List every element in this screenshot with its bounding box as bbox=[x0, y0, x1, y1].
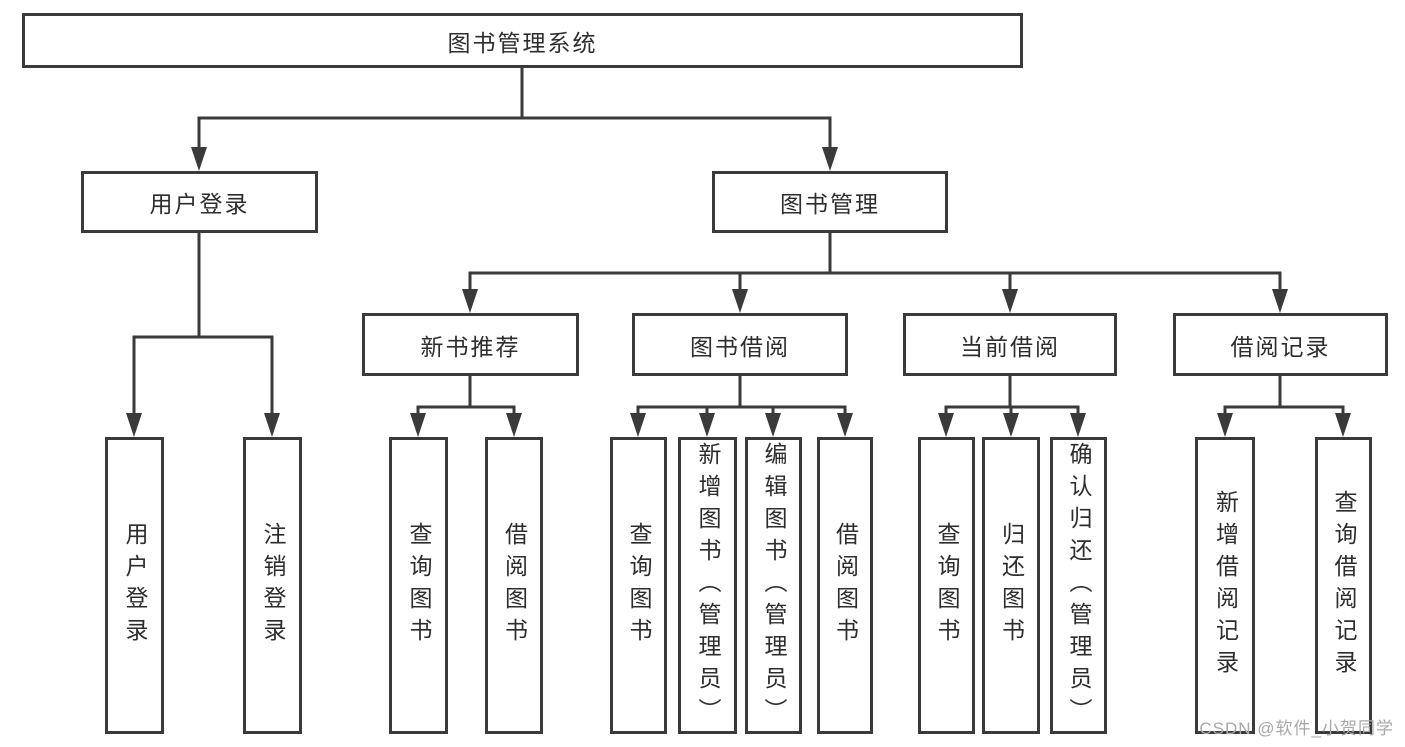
leaf-query-books-borrowing: 查询图书 bbox=[610, 437, 667, 734]
node-current-borrowing: 当前借阅 bbox=[903, 313, 1117, 376]
arrowhead bbox=[191, 147, 207, 171]
arrowhead bbox=[462, 289, 478, 313]
leaf-add-books-admin: 新增图书（管理员） bbox=[678, 437, 737, 734]
leaf-query-books-recommend: 查询图书 bbox=[389, 437, 448, 734]
arrowhead bbox=[837, 413, 853, 437]
leaf-confirm-return-admin: 确认归还（管理员） bbox=[1050, 437, 1107, 734]
arrowhead bbox=[1335, 413, 1351, 437]
leaf-borrow-books-recommend: 借阅图书 bbox=[485, 437, 543, 734]
node-new-book-recommendation: 新书推荐 bbox=[362, 313, 579, 376]
node-book-management: 图书管理 bbox=[712, 171, 948, 233]
node-book-borrowing: 图书借阅 bbox=[632, 313, 848, 376]
node-user-login: 用户登录 bbox=[81, 171, 318, 233]
arrowhead bbox=[264, 413, 280, 437]
arrowhead bbox=[630, 413, 646, 437]
arrowhead bbox=[506, 413, 522, 437]
arrowhead bbox=[699, 413, 715, 437]
arrowhead bbox=[1002, 289, 1018, 313]
node-borrowing-records: 借阅记录 bbox=[1173, 313, 1388, 376]
watermark-text: CSDN @软件_小贺同学 bbox=[1199, 719, 1394, 738]
arrowhead bbox=[732, 289, 748, 313]
node-root: 图书管理系统 bbox=[22, 13, 1023, 68]
arrowhead bbox=[1003, 413, 1019, 437]
leaf-borrow-books: 借阅图书 bbox=[817, 437, 873, 734]
arrowhead bbox=[126, 413, 142, 437]
leaf-user-login: 用户登录 bbox=[105, 437, 164, 734]
leaf-add-borrow-record: 新增借阅记录 bbox=[1195, 437, 1255, 734]
arrowhead bbox=[1070, 413, 1086, 437]
arrowhead bbox=[822, 147, 838, 171]
arrowhead bbox=[1272, 289, 1288, 313]
leaf-query-borrow-record: 查询借阅记录 bbox=[1315, 437, 1372, 734]
arrowhead bbox=[1217, 413, 1233, 437]
leaf-logout: 注销登录 bbox=[243, 437, 302, 734]
leaf-return-books: 归还图书 bbox=[982, 437, 1040, 734]
arrowhead bbox=[938, 413, 954, 437]
arrowhead bbox=[765, 413, 781, 437]
arrowhead bbox=[410, 413, 426, 437]
leaf-query-books-current: 查询图书 bbox=[918, 437, 975, 734]
leaf-edit-books-admin: 编辑图书（管理员） bbox=[745, 437, 802, 734]
